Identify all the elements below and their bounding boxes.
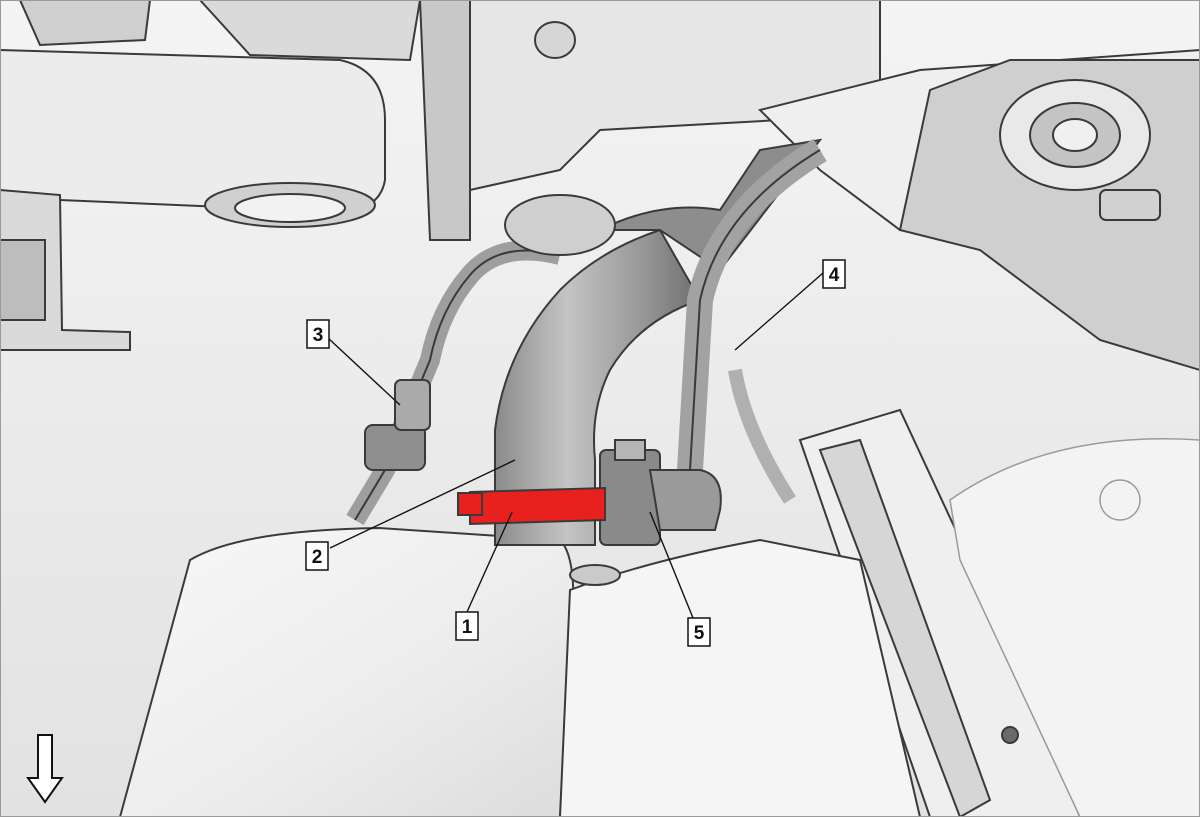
- leader-line-1: [466, 511, 513, 613]
- callout-5: 5: [687, 617, 711, 647]
- callout-2-label: 2: [312, 547, 323, 568]
- right-bracket: [898, 59, 1200, 372]
- hose-clamp-band: [469, 486, 606, 526]
- right-vent-hose: [677, 138, 827, 504]
- quick-connector-left: [364, 379, 431, 471]
- callout-4: 4: [822, 259, 846, 289]
- callout-3-label: 3: [313, 325, 324, 346]
- callout-1: 1: [455, 611, 479, 641]
- callout-2: 2: [305, 541, 329, 571]
- leader-line-5: [649, 511, 694, 619]
- callout-1-label: 1: [462, 617, 473, 638]
- leader-lines: [327, 272, 824, 619]
- fuel-tank: [118, 526, 922, 817]
- upper-left-subframe: [0, 0, 422, 351]
- callout-5-label: 5: [694, 623, 705, 644]
- leader-line-2: [329, 459, 516, 549]
- valve-connector: [599, 439, 722, 546]
- hose-clamp-tab: [457, 492, 483, 516]
- leader-line-3: [327, 337, 401, 406]
- hose-clamp: [457, 486, 606, 526]
- callout-labels: 1 2 3 4 5: [305, 259, 846, 647]
- filler-hose: [494, 138, 823, 546]
- callout-4-label: 4: [829, 265, 840, 286]
- arrow-down-icon: [26, 734, 64, 804]
- callout-3: 3: [306, 319, 330, 349]
- leader-line-4: [734, 272, 824, 351]
